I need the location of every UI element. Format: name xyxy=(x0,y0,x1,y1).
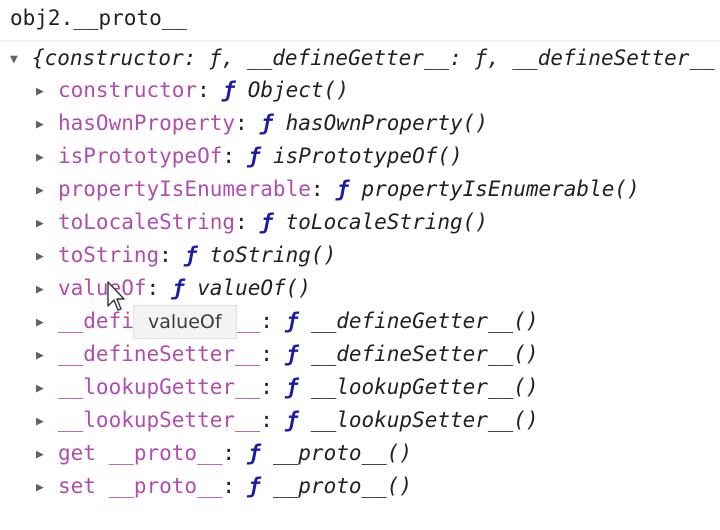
function-name: __defineSetter__() xyxy=(310,342,539,366)
colon: : xyxy=(310,177,324,201)
property-key: set __proto__ xyxy=(58,474,223,498)
property-key: propertyIsEnumerable xyxy=(58,177,311,201)
property-row[interactable]: ▶ propertyIsEnumerable: ƒ propertyIsEnume… xyxy=(36,173,640,206)
colon: : xyxy=(235,111,248,135)
function-symbol: ƒ xyxy=(247,441,261,465)
divider xyxy=(0,40,720,41)
console-input-echo: obj2.__proto__ xyxy=(10,6,188,30)
function-symbol: ƒ xyxy=(336,177,349,201)
property-row[interactable]: ▶ valueOf: ƒ valueOf() xyxy=(36,272,640,305)
triangle-right-icon[interactable]: ▶ xyxy=(36,381,44,396)
colon: : xyxy=(260,408,273,432)
function-name: propertyIsEnumerable() xyxy=(361,177,640,201)
function-name: __lookupSetter__() xyxy=(310,408,539,432)
function-symbol: ƒ xyxy=(184,243,198,267)
function-name: Object() xyxy=(247,78,349,102)
triangle-right-icon[interactable]: ▶ xyxy=(36,216,44,231)
triangle-right-icon[interactable]: ▶ xyxy=(36,84,44,99)
property-key: __defineSetter__ xyxy=(58,342,261,366)
triangle-right-icon[interactable]: ▶ xyxy=(36,447,44,462)
devtools-console: obj2.__proto__ ▼ {constructor: ƒ, __defin… xyxy=(0,6,720,503)
property-key: isPrototypeOf xyxy=(58,144,223,168)
function-symbol: ƒ xyxy=(260,111,273,135)
function-name: hasOwnProperty() xyxy=(285,111,488,135)
property-key: __lookupGetter__ xyxy=(58,375,261,399)
triangle-right-icon[interactable]: ▶ xyxy=(36,348,44,363)
function-symbol: ƒ xyxy=(285,408,299,432)
function-name: toString() xyxy=(209,243,337,267)
property-key: get __proto__ xyxy=(58,441,223,465)
function-name: toLocaleString() xyxy=(285,210,488,234)
function-symbol: ƒ xyxy=(285,342,299,366)
triangle-right-icon[interactable]: ▶ xyxy=(36,117,44,132)
property-key: valueOf xyxy=(58,276,147,300)
property-row[interactable]: ▶ __defineSetter__: ƒ __defineSetter__() xyxy=(36,338,640,371)
property-key: constructor xyxy=(58,78,198,102)
mouse-cursor-icon xyxy=(107,281,125,311)
bottom-strip xyxy=(0,510,720,530)
function-name: __lookupGetter__() xyxy=(310,375,539,399)
colon: : xyxy=(222,474,236,498)
colon: : xyxy=(222,441,236,465)
property-row[interactable]: ▶ set __proto__: ƒ __proto__() xyxy=(36,470,640,503)
property-key: toLocaleString xyxy=(58,210,236,234)
colon: : xyxy=(260,309,273,333)
function-symbol: ƒ xyxy=(247,144,261,168)
triangle-right-icon[interactable]: ▶ xyxy=(36,414,44,429)
colon: : xyxy=(235,210,248,234)
property-row[interactable]: ▶ isPrototypeOf: ƒ isPrototypeOf() xyxy=(36,140,640,173)
triangle-right-icon[interactable]: ▶ xyxy=(36,150,44,165)
property-key: __lookupSetter__ xyxy=(58,408,261,432)
function-symbol: ƒ xyxy=(285,309,299,333)
property-row[interactable]: ▶ hasOwnProperty: ƒ hasOwnProperty() xyxy=(36,107,640,140)
property-row[interactable]: ▶ toString: ƒ toString() xyxy=(36,239,640,272)
colon: : xyxy=(159,243,172,267)
object-summary-text: {constructor: ƒ, __defineGetter__: ƒ, __… xyxy=(32,46,715,70)
function-name: isPrototypeOf() xyxy=(273,144,463,168)
function-symbol: ƒ xyxy=(222,78,236,102)
hover-tooltip: valueOf xyxy=(133,305,237,339)
triangle-right-icon[interactable]: ▶ xyxy=(36,183,44,198)
triangle-right-icon[interactable]: ▶ xyxy=(36,249,44,264)
function-symbol: ƒ xyxy=(285,375,299,399)
property-row[interactable]: ▶ __lookupGetter__: ƒ __lookupGetter__() xyxy=(36,371,640,404)
object-summary-row[interactable]: ▼ {constructor: ƒ, __defineGetter__: ƒ, _… xyxy=(10,43,715,73)
triangle-down-icon[interactable]: ▼ xyxy=(10,52,18,67)
function-symbol: ƒ xyxy=(171,276,185,300)
colon: : xyxy=(197,78,210,102)
property-row[interactable]: ▶__defineGetter__: ƒ __defineGetter__() xyxy=(36,305,640,338)
property-key: toString xyxy=(58,243,160,267)
property-row[interactable]: ▶ __lookupSetter__: ƒ __lookupSetter__() xyxy=(36,404,640,437)
property-row[interactable]: ▶ constructor: ƒ Object() xyxy=(36,74,640,107)
function-name: valueOf() xyxy=(197,276,311,300)
colon: : xyxy=(260,342,273,366)
function-name: __proto__() xyxy=(273,441,413,465)
property-row[interactable]: ▶ toLocaleString: ƒ toLocaleString() xyxy=(36,206,640,239)
triangle-right-icon[interactable]: ▶ xyxy=(36,480,44,495)
function-symbol: ƒ xyxy=(260,210,273,234)
property-list: ▶ constructor: ƒ Object() ▶ hasOwnProperty… xyxy=(36,74,640,503)
colon: : xyxy=(222,144,236,168)
property-row[interactable]: ▶ get __proto__: ƒ __proto__() xyxy=(36,437,640,470)
colon: : xyxy=(146,276,160,300)
property-key: hasOwnProperty xyxy=(58,111,236,135)
function-name: __proto__() xyxy=(273,474,413,498)
function-symbol: ƒ xyxy=(247,474,261,498)
function-name: __defineGetter__() xyxy=(310,309,539,333)
colon: : xyxy=(260,375,273,399)
triangle-right-icon[interactable]: ▶ xyxy=(36,315,44,330)
triangle-right-icon[interactable]: ▶ xyxy=(36,282,44,297)
